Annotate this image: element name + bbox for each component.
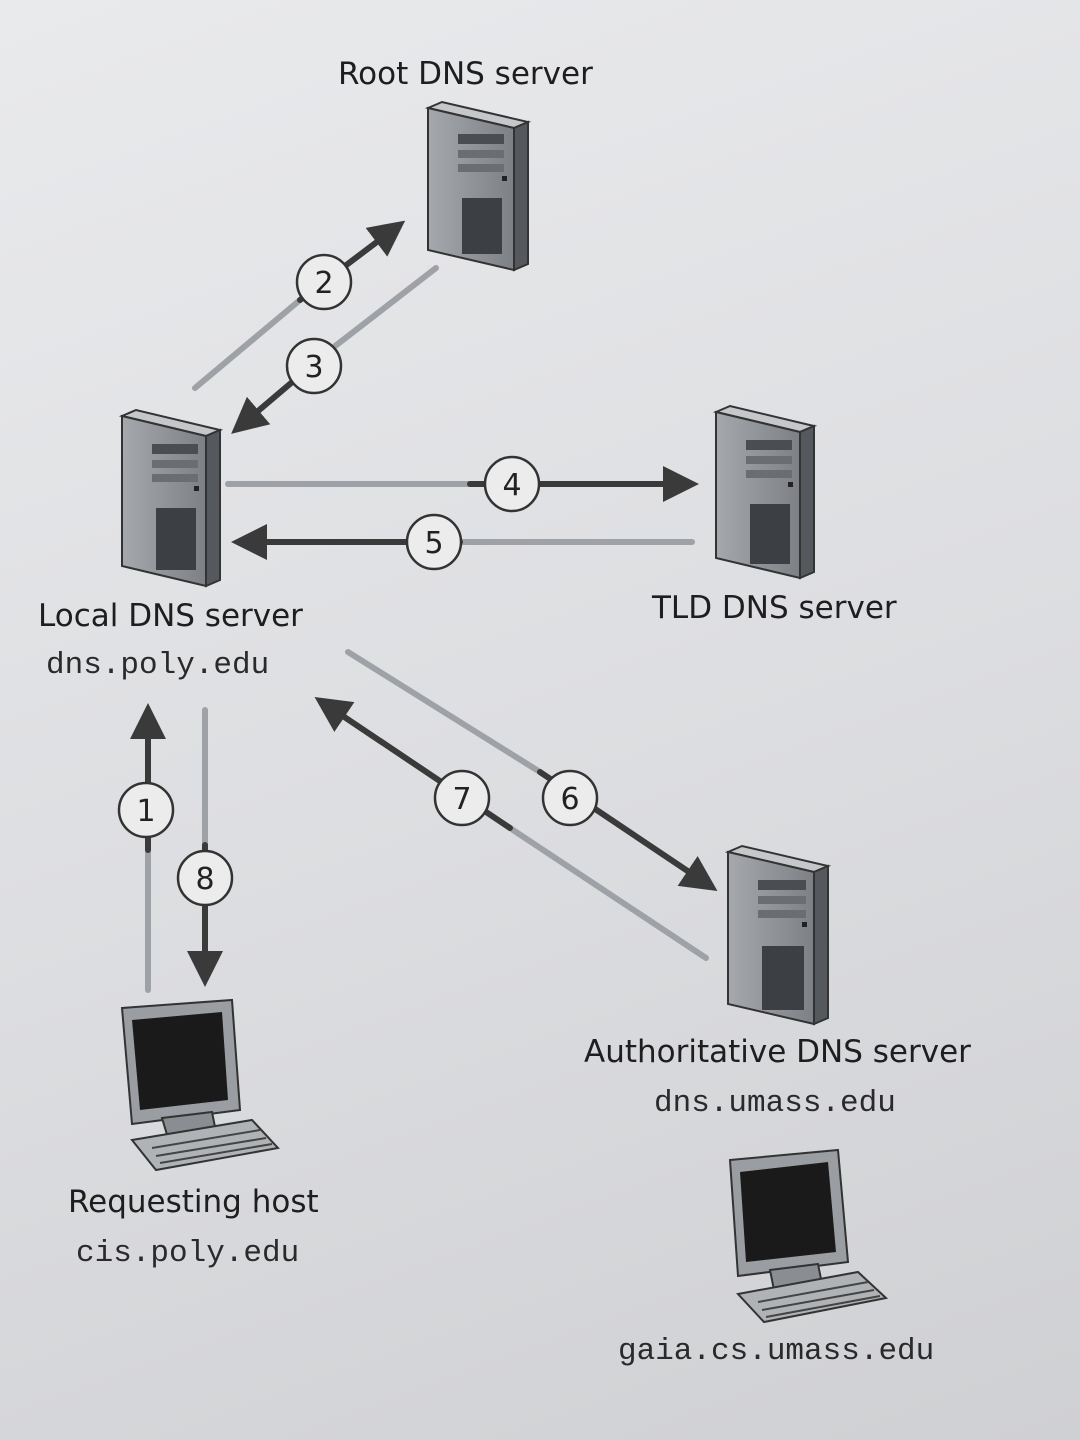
local-server-hostname: dns.poly.edu [46,648,270,683]
svg-text:4: 4 [502,468,521,503]
local-server-icon [118,408,224,588]
step-badge-8: 8 [176,849,234,907]
tld-server-icon [712,404,818,580]
svg-text:1: 1 [136,794,155,829]
requesting-host-hostname: cis.poly.edu [76,1236,300,1271]
svg-text:7: 7 [452,782,471,817]
requesting-host-computer-icon [120,998,280,1172]
authoritative-server-icon [724,844,832,1026]
arrow-step-6 [345,649,718,892]
authoritative-server-label: Authoritative DNS server [584,1034,971,1070]
step-badges: 1 2 3 4 5 6 7 [117,253,599,907]
arrow-step-7 [314,696,709,961]
step-badge-5: 5 [405,513,463,571]
step-badge-6: 6 [541,769,599,827]
requesting-host-label: Requesting host [68,1184,319,1220]
root-server-label: Root DNS server [338,56,593,92]
svg-text:6: 6 [560,782,579,817]
svg-text:5: 5 [424,526,443,561]
step-badge-3: 3 [285,337,343,395]
root-server-icon [424,100,532,272]
authoritative-server-hostname: dns.umass.edu [654,1086,896,1121]
local-server-label: Local DNS server [38,598,303,634]
svg-text:3: 3 [304,350,323,385]
target-host-hostname: gaia.cs.umass.edu [618,1334,935,1369]
tld-server-label: TLD DNS server [652,590,897,626]
step-badge-4: 4 [483,455,541,513]
step-badge-2: 2 [295,253,353,311]
svg-text:2: 2 [314,266,333,301]
target-host-computer-icon [728,1148,889,1324]
svg-text:8: 8 [195,862,214,897]
step-badge-7: 7 [433,769,491,827]
step-badge-1: 1 [117,781,175,839]
